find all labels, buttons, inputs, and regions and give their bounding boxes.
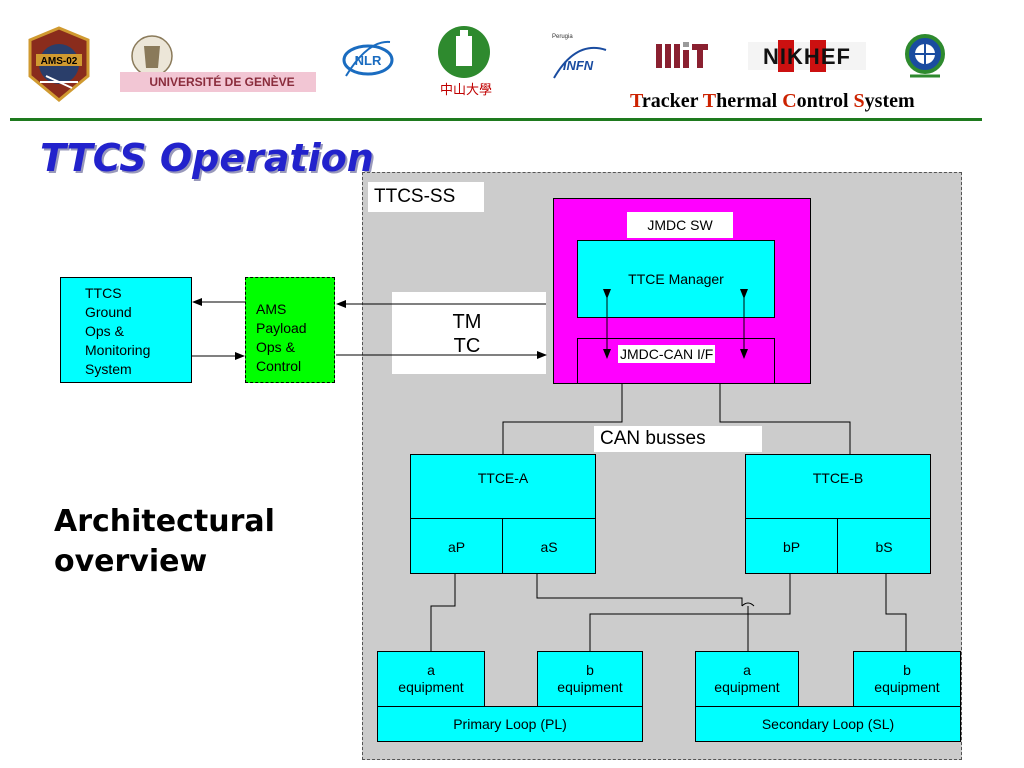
equipment-b-secondary: b equipment	[853, 651, 961, 707]
payload-line-4: Control	[256, 358, 302, 374]
header-rest-1: racker	[641, 90, 703, 112]
architectural-overview-text: Architectural overview	[54, 502, 275, 582]
bs-text: bS	[875, 539, 893, 555]
svg-text:UNIVERSITÉ DE GENÈVE: UNIVERSITÉ DE GENÈVE	[149, 74, 294, 89]
ttce-manager-text: TTCE Manager	[628, 271, 724, 287]
nlr-logo: NLR	[340, 36, 396, 84]
svg-text:Perugia: Perugia	[552, 34, 573, 40]
as-text: aS	[540, 539, 558, 555]
svg-text:NLR: NLR	[355, 53, 382, 68]
infn-logo: Perugia INFN	[546, 30, 610, 88]
wire-hop	[741, 602, 755, 607]
zhongshan-university-logo: 中山大學	[426, 22, 506, 100]
equip-b2-line-1: b	[903, 662, 911, 678]
tm-label: TM	[452, 311, 482, 333]
wire-ap-to-a-primary	[430, 574, 456, 651]
tracker-thermal-control-system-header: Tracker Thermal Control System	[630, 90, 915, 113]
ground-line-3: Ops &	[85, 323, 124, 339]
tc-label: TC	[453, 335, 481, 357]
can-bus-2	[719, 384, 851, 454]
wire-bs-to-b-secondary	[885, 574, 907, 651]
jmdc-sw-text: JMDC SW	[647, 217, 713, 233]
header-cap-t2: T	[702, 90, 717, 112]
ttce-b-text: TTCE-B	[812, 470, 864, 486]
ttcs-ss-label-text: TTCS-SS	[374, 186, 456, 207]
bp-box: bP	[745, 518, 838, 574]
overview-line-1: Architectural	[54, 504, 275, 539]
equip-a1-line-1: a	[427, 662, 435, 678]
header-rest-3: ontrol	[796, 90, 854, 112]
header-cap-s: S	[853, 90, 865, 112]
wire-bp-to-b-primary	[589, 574, 791, 651]
ttce-a-text: TTCE-A	[477, 470, 529, 486]
can-busses-label: CAN busses	[594, 426, 762, 452]
ttcs-ss-label: TTCS-SS	[368, 182, 484, 212]
ttcs-ground-ops-box: TTCS Ground Ops & Monitoring System	[60, 277, 192, 383]
payload-line-2: Payload	[256, 320, 307, 336]
ap-box: aP	[410, 518, 503, 574]
slide-title: TTCS Operation	[40, 136, 374, 180]
jmdc-sw-label: JMDC SW	[627, 212, 733, 238]
equip-b2-line-2: equipment	[874, 679, 940, 695]
equip-b1-line-1: b	[586, 662, 594, 678]
payload-line-1: AMS	[256, 301, 287, 317]
can-busses-text: CAN busses	[600, 428, 706, 449]
primary-loop-text: Primary Loop (PL)	[453, 716, 567, 732]
secondary-loop-text: Secondary Loop (SL)	[761, 716, 895, 732]
ground-line-5: System	[85, 361, 132, 377]
header-rest-4: ystem	[864, 90, 915, 112]
payload-line-3: Ops &	[256, 339, 295, 355]
overview-line-2: overview	[54, 544, 208, 579]
universite-geneve-logo: UNIVERSITÉ DE GENÈVE	[118, 30, 318, 94]
header-rest-2: hermal	[716, 90, 783, 112]
as-box: aS	[502, 518, 596, 574]
equip-b1-line-2: equipment	[557, 679, 623, 695]
ground-line-4: Monitoring	[85, 342, 151, 358]
svg-text:NIKHEF: NIKHEF	[763, 44, 851, 69]
primary-loop-box: Primary Loop (PL)	[377, 706, 643, 742]
ams-02-logo: AMS-02	[26, 26, 92, 102]
bp-text: bP	[782, 539, 801, 555]
ground-line-1: TTCS	[85, 285, 122, 301]
secondary-loop-box: Secondary Loop (SL)	[695, 706, 961, 742]
equip-a2-line-2: equipment	[714, 679, 780, 695]
bs-box: bS	[837, 518, 931, 574]
wire-as-to-a-secondary	[536, 574, 743, 606]
ams-payload-ops-box: AMS Payload Ops & Control	[245, 277, 335, 383]
header-cap-c: C	[782, 90, 797, 112]
can-bus-1	[502, 384, 623, 454]
nikhef-logo: NIKHEF	[748, 38, 866, 74]
mit-logo	[654, 40, 710, 70]
ground-line-2: Ground	[85, 304, 132, 320]
header-cap-t1: T	[630, 90, 642, 112]
equip-a1-line-2: equipment	[398, 679, 464, 695]
ap-text: aP	[447, 539, 466, 555]
equipment-a-secondary: a equipment	[695, 651, 799, 707]
tm-tc-label-box: TM TC	[392, 292, 546, 374]
svg-text:AMS-02: AMS-02	[41, 56, 78, 67]
svg-text:中山大學: 中山大學	[440, 83, 492, 98]
header-divider	[10, 118, 982, 121]
taiwan-emblem-logo	[900, 30, 950, 82]
svg-text:INFN: INFN	[563, 58, 594, 73]
jmdc-can-if-text: JMDC-CAN I/F	[618, 345, 716, 363]
equipment-b-primary: b equipment	[537, 651, 643, 707]
equip-a2-line-1: a	[743, 662, 751, 678]
